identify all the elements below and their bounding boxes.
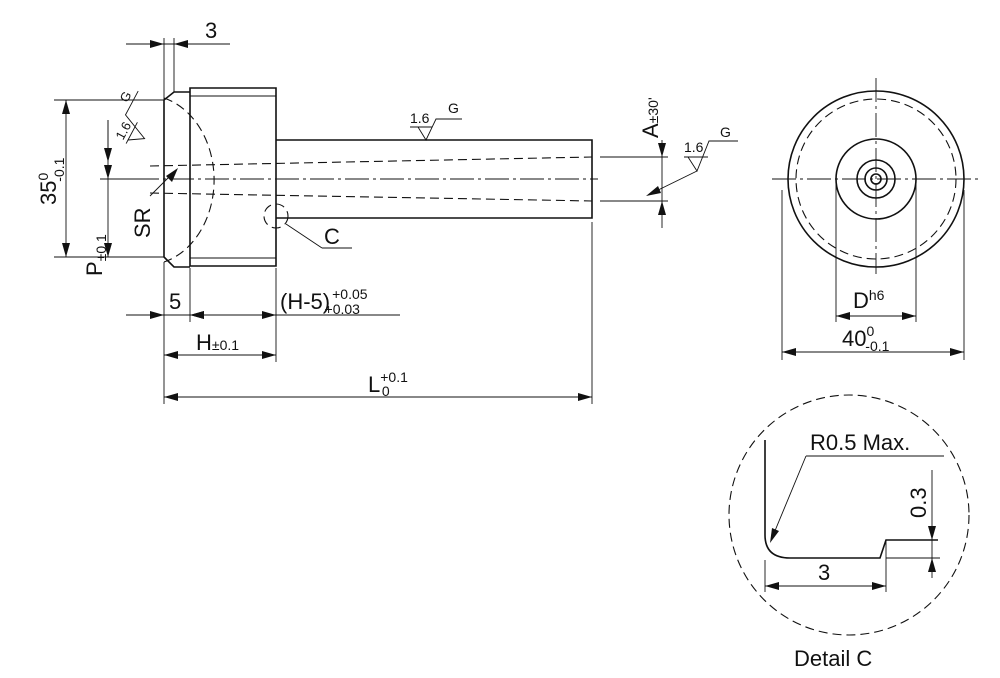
end-view: Dh6 400-0.1: [772, 78, 982, 360]
arrowhead: [104, 243, 112, 257]
side-view-dimensions: 3 350-0.1 P±0.1 SR 5 (H-5)+0.05+0.03: [35, 18, 668, 404]
arrowhead: [658, 201, 666, 215]
surface-finish-roughness: 1.6: [410, 110, 430, 126]
arrowhead: [104, 148, 112, 162]
surface-finish-taper: 1.6 G: [646, 124, 738, 196]
taper-hidden-line-bottom: [149, 192, 593, 202]
arrowhead: [646, 186, 661, 196]
arrowhead: [164, 351, 178, 359]
detail-c-view: 3 0.3 R0.5 Max. Detail C: [728, 394, 970, 671]
arrowhead: [164, 393, 178, 401]
spherical-radius-arc: [163, 97, 215, 263]
radius-leader: [771, 455, 807, 539]
arrowhead: [166, 168, 178, 182]
surface-finish-bar: [125, 122, 138, 144]
arrowhead: [950, 348, 964, 356]
dim-3-text: 3: [205, 18, 217, 43]
arrowhead: [770, 528, 779, 543]
arrowhead: [150, 311, 164, 319]
arrowhead: [658, 143, 666, 157]
dim-p-text: P±0.1: [82, 234, 109, 276]
surface-finish-dome: 1.6 G: [112, 89, 146, 144]
surface-finish-symbol: [417, 118, 462, 141]
detail-radius-note: R0.5 Max.: [810, 430, 910, 455]
surface-finish-roughness: 1.6: [112, 119, 134, 142]
arrowhead: [104, 165, 112, 179]
c-leader: [285, 223, 323, 249]
detail-c-marker: [263, 203, 289, 229]
head-dome-outline: [163, 91, 190, 268]
arrowhead: [190, 311, 204, 319]
collar-outline: [189, 87, 277, 267]
dim-h-text: H±0.1: [196, 330, 239, 355]
detail-width-text: 3: [818, 560, 830, 585]
surface-finish-shank: 1.6 G: [410, 100, 462, 141]
detail-title: Detail C: [794, 646, 872, 671]
dim-5-text: 5: [169, 289, 181, 314]
arrowhead: [928, 526, 936, 540]
dim-d-text: Dh6: [853, 287, 885, 313]
arrowhead: [150, 40, 164, 48]
taper-hidden-line-top: [149, 156, 593, 167]
arrowhead: [765, 582, 779, 590]
surface-finish-roughness: 1.6: [684, 139, 704, 155]
sr-label: SR: [130, 207, 155, 238]
arrowhead: [872, 582, 886, 590]
arrowhead: [62, 100, 70, 114]
arrowhead: [902, 312, 916, 320]
arrowhead: [928, 558, 936, 572]
arrowhead: [262, 311, 276, 319]
arrowhead: [174, 40, 188, 48]
arrowhead: [578, 393, 592, 401]
dim-a-text: A±30': [638, 97, 663, 138]
detail-c-boundary: [728, 394, 970, 636]
surface-finish-grade: G: [720, 124, 731, 140]
surface-finish-grade: G: [448, 100, 459, 116]
dim-40-text: 400-0.1: [842, 323, 890, 354]
c-callout-label: C: [324, 224, 340, 249]
side-view: [100, 87, 598, 268]
dim-35-text: 350-0.1: [35, 157, 67, 205]
surface-finish-symbol: [687, 140, 738, 172]
arrowhead: [836, 312, 850, 320]
detail-step-text: 0.3: [906, 487, 931, 518]
detail-c-profile: [764, 440, 938, 559]
arrowhead: [782, 348, 796, 356]
dim-h5-text: (H-5)+0.05+0.03: [280, 286, 368, 317]
arrowhead: [262, 351, 276, 359]
arrowhead: [62, 243, 70, 257]
